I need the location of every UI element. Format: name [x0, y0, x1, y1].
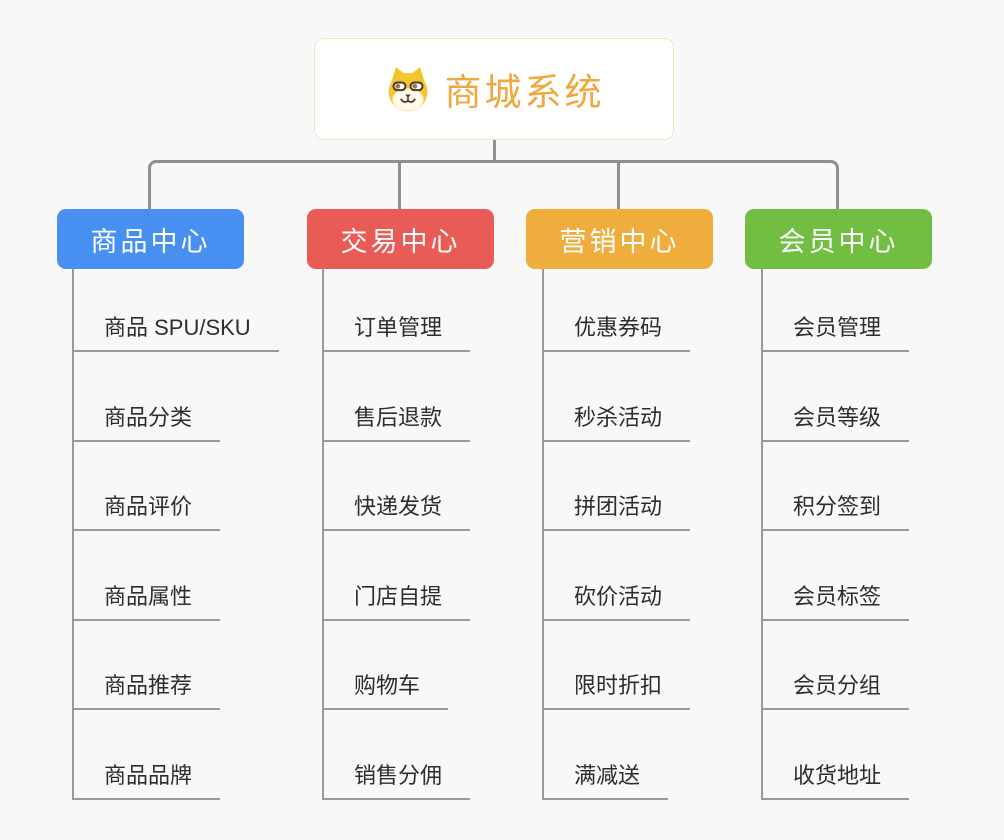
- leaf-label: 商品推荐: [72, 668, 221, 711]
- leaf-node[interactable]: 商品评价: [72, 442, 279, 532]
- leaf-column-trade: 订单管理 售后退款 快递发货 门店自提 购物车 销售分佣: [322, 269, 471, 800]
- leaf-label: 商品属性: [72, 579, 221, 621]
- leaf-label: 购物车: [322, 668, 449, 711]
- connector-drop-marketing: [617, 161, 620, 210]
- leaf-label: 满减送: [542, 758, 669, 800]
- leaf-node[interactable]: 售后退款: [322, 352, 471, 442]
- leaf-label: 商品评价: [72, 489, 221, 532]
- leaf-node[interactable]: 砍价活动: [542, 531, 691, 621]
- leaf-node[interactable]: 快递发货: [322, 442, 471, 532]
- leaf-column-member: 会员管理 会员等级 积分签到 会员标签 会员分组 收货地址: [761, 269, 910, 800]
- connector-elbow-left: [148, 160, 494, 210]
- leaf-label: 限时折扣: [542, 668, 691, 711]
- leaf-label: 会员等级: [761, 400, 910, 442]
- leaf-label: 会员标签: [761, 579, 910, 621]
- leaf-node[interactable]: 会员分组: [761, 621, 910, 711]
- leaf-node[interactable]: 商品品牌: [72, 710, 279, 800]
- branch-node-marketing-center[interactable]: 营销中心: [526, 209, 713, 269]
- leaf-label: 砍价活动: [542, 579, 691, 621]
- leaf-label: 门店自提: [322, 579, 471, 621]
- leaf-node[interactable]: 优惠券码: [542, 269, 691, 352]
- leaf-node[interactable]: 订单管理: [322, 269, 471, 352]
- leaf-node[interactable]: 商品 SPU/SKU: [72, 269, 279, 352]
- branch-node-product-center[interactable]: 商品中心: [57, 209, 244, 269]
- leaf-label: 商品品牌: [72, 758, 221, 800]
- shiba-dog-icon: [384, 66, 432, 112]
- leaf-node[interactable]: 商品属性: [72, 531, 279, 621]
- branch-node-trade-center[interactable]: 交易中心: [307, 209, 494, 269]
- root-title: 商城系统: [444, 72, 605, 113]
- connector-trunk: [72, 269, 74, 800]
- leaf-node[interactable]: 商品推荐: [72, 621, 279, 711]
- leaf-label: 订单管理: [322, 310, 471, 352]
- leaf-column-product: 商品 SPU/SKU 商品分类 商品评价 商品属性 商品推荐 商品品牌: [72, 269, 279, 800]
- leaf-label: 积分签到: [761, 489, 910, 532]
- leaf-node[interactable]: 会员标签: [761, 531, 910, 621]
- leaf-node[interactable]: 会员等级: [761, 352, 910, 442]
- leaf-node[interactable]: 购物车: [322, 621, 470, 711]
- leaf-node[interactable]: 收货地址: [761, 710, 910, 800]
- leaf-label: 商品 SPU/SKU: [72, 310, 279, 352]
- leaf-label: 拼团活动: [542, 489, 691, 532]
- leaf-node[interactable]: 限时折扣: [542, 621, 691, 711]
- leaf-node[interactable]: 会员管理: [761, 269, 910, 352]
- leaf-label: 秒杀活动: [542, 400, 691, 442]
- connector-trunk: [761, 269, 763, 800]
- leaf-node[interactable]: 拼团活动: [542, 442, 691, 532]
- connector-trunk: [322, 269, 324, 800]
- leaf-label: 会员管理: [761, 310, 910, 352]
- connector-drop-trade: [398, 161, 401, 210]
- leaf-node[interactable]: 门店自提: [322, 531, 471, 621]
- leaf-label: 售后退款: [322, 400, 471, 442]
- leaf-label: 销售分佣: [322, 758, 471, 800]
- leaf-label: 收货地址: [761, 758, 910, 800]
- branch-node-member-center[interactable]: 会员中心: [745, 209, 932, 269]
- leaf-label: 商品分类: [72, 400, 221, 442]
- leaf-node[interactable]: 积分签到: [761, 442, 910, 532]
- connector-root-stem: [493, 140, 496, 163]
- leaf-label: 会员分组: [761, 668, 910, 711]
- leaf-node[interactable]: 销售分佣: [322, 710, 471, 800]
- leaf-node[interactable]: 满减送: [542, 710, 690, 800]
- leaf-label: 优惠券码: [542, 310, 691, 352]
- connector-trunk: [542, 269, 544, 800]
- leaf-label: 快递发货: [322, 489, 471, 532]
- root-node-mall-system[interactable]: 商城系统: [314, 38, 674, 140]
- leaf-node[interactable]: 秒杀活动: [542, 352, 691, 442]
- leaf-column-marketing: 优惠券码 秒杀活动 拼团活动 砍价活动 限时折扣 满减送: [542, 269, 691, 800]
- connector-elbow-right: [494, 160, 839, 210]
- leaf-node[interactable]: 商品分类: [72, 352, 279, 442]
